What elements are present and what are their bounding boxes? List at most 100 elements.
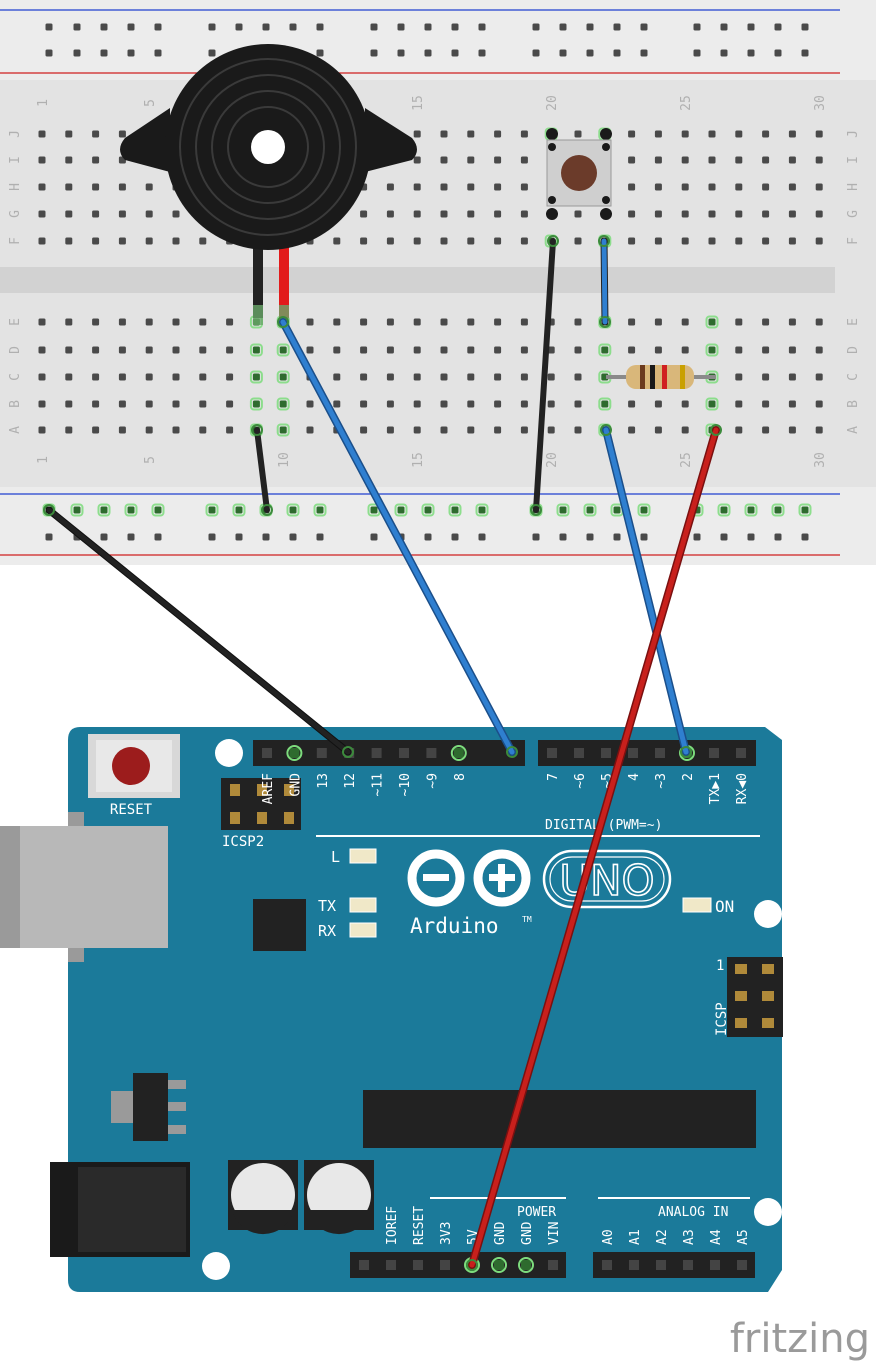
uno-badge-inner (549, 856, 665, 902)
breadboard-hole (574, 346, 582, 354)
row-letter: D (846, 346, 861, 354)
header-pin[interactable] (399, 748, 409, 758)
header-pin[interactable] (521, 1260, 531, 1270)
pin-label: GND (493, 1221, 508, 1245)
breadboard-hole (172, 373, 180, 381)
wire-button-ground[interactable] (533, 238, 556, 513)
header-pin[interactable] (316, 748, 327, 758)
breadboard-hole (735, 346, 743, 354)
wire-button-resistor[interactable] (601, 238, 608, 325)
header-pin[interactable] (737, 1260, 747, 1270)
wire-end (342, 746, 354, 758)
row-letter: G (846, 210, 861, 218)
wire-end (599, 316, 611, 328)
pin-label: AREF (261, 773, 276, 804)
header-pin[interactable] (655, 748, 665, 758)
hole-highlight (637, 503, 651, 517)
breadboard-hole (467, 183, 475, 191)
header-pin[interactable] (386, 1260, 396, 1270)
rail-hole (100, 23, 108, 31)
pushbutton-cap[interactable] (561, 155, 597, 191)
header-pin[interactable] (602, 1260, 612, 1270)
header-pin[interactable] (601, 748, 611, 758)
rail-hole (720, 23, 728, 31)
header-pin[interactable] (371, 748, 382, 758)
reset-button-cap[interactable] (112, 747, 150, 785)
breadboard-hole (199, 318, 207, 326)
icsp-pin (762, 964, 774, 974)
rail-hole (424, 533, 432, 541)
breadboard-hole (520, 210, 528, 218)
wire-gnd[interactable] (46, 507, 351, 755)
column-number: 20 (545, 95, 560, 111)
header-pin[interactable] (736, 748, 746, 758)
brand-label: Arduino (410, 914, 499, 938)
breadboard-hole (708, 237, 716, 245)
wire-pin2[interactable] (603, 427, 689, 755)
row-letter: D (8, 346, 23, 354)
breadboard-hole (681, 210, 689, 218)
breadboard-hole (628, 237, 636, 245)
pushbutton[interactable] (546, 128, 612, 220)
buzzer-lead-red (279, 240, 289, 318)
hole-highlight (313, 503, 327, 517)
rail-hole (801, 506, 809, 514)
pin-highlight (518, 1257, 534, 1273)
capacitor (304, 1160, 374, 1235)
breadboard-hole (467, 237, 475, 245)
icsp-pin (257, 784, 267, 796)
column-number: 25 (679, 95, 694, 111)
breadboard-hole (38, 210, 46, 218)
header-pin[interactable] (629, 1260, 639, 1270)
header-pin[interactable] (359, 1260, 369, 1270)
header-pin[interactable] (289, 748, 300, 758)
breadboard-hole (467, 346, 475, 354)
header-pin[interactable] (709, 748, 719, 758)
header-pin[interactable] (574, 748, 584, 758)
pin-label: VIN (547, 1222, 562, 1245)
breadboard-hole (788, 426, 796, 434)
breadboard-hole (681, 426, 689, 434)
pin-label: 8 (453, 773, 468, 781)
header-pin[interactable] (494, 1260, 504, 1270)
header-pin[interactable] (547, 748, 557, 758)
header-pin[interactable] (656, 1260, 666, 1270)
breadboard-hole (306, 400, 314, 408)
header-pin[interactable] (413, 1260, 423, 1270)
breadboard-hole (494, 156, 502, 164)
model-label: UNO (559, 856, 654, 905)
rail-hole (154, 533, 162, 541)
header-pin[interactable] (710, 1260, 720, 1270)
header-pin[interactable] (262, 748, 272, 758)
resistor (606, 365, 716, 389)
rail-hole (478, 533, 486, 541)
wire-pin8[interactable] (280, 319, 515, 755)
header-pin[interactable] (548, 1260, 558, 1270)
icsp-pin (735, 1018, 747, 1028)
rail-hole (235, 23, 243, 31)
wire-buzzer-ground[interactable] (254, 427, 270, 513)
rail-hole (532, 23, 540, 31)
led-tx-label: TX (318, 897, 336, 915)
breadboard-hole (735, 373, 743, 381)
pin-label: A0 (601, 1229, 616, 1245)
header-pin[interactable] (453, 748, 464, 758)
breadboard-hole (654, 237, 662, 245)
header-pin[interactable] (440, 1260, 450, 1270)
header-pin[interactable] (628, 748, 638, 758)
wire-5v[interactable] (469, 427, 719, 1268)
rail-hole (478, 506, 486, 514)
arduino-board (68, 727, 782, 1292)
rail-hole (262, 533, 270, 541)
breadboard-hole (226, 318, 234, 326)
regulator-leg (168, 1102, 186, 1111)
row-letter: A (8, 426, 23, 434)
header-pin[interactable] (683, 1260, 693, 1270)
breadboard-hole (628, 156, 636, 164)
hole-highlight (249, 370, 263, 384)
pin-label: GND (520, 1221, 535, 1245)
header-pin[interactable] (426, 748, 437, 758)
breadboard-hole (788, 318, 796, 326)
breadboard-hole (386, 183, 394, 191)
breadboard-hole (762, 346, 770, 354)
